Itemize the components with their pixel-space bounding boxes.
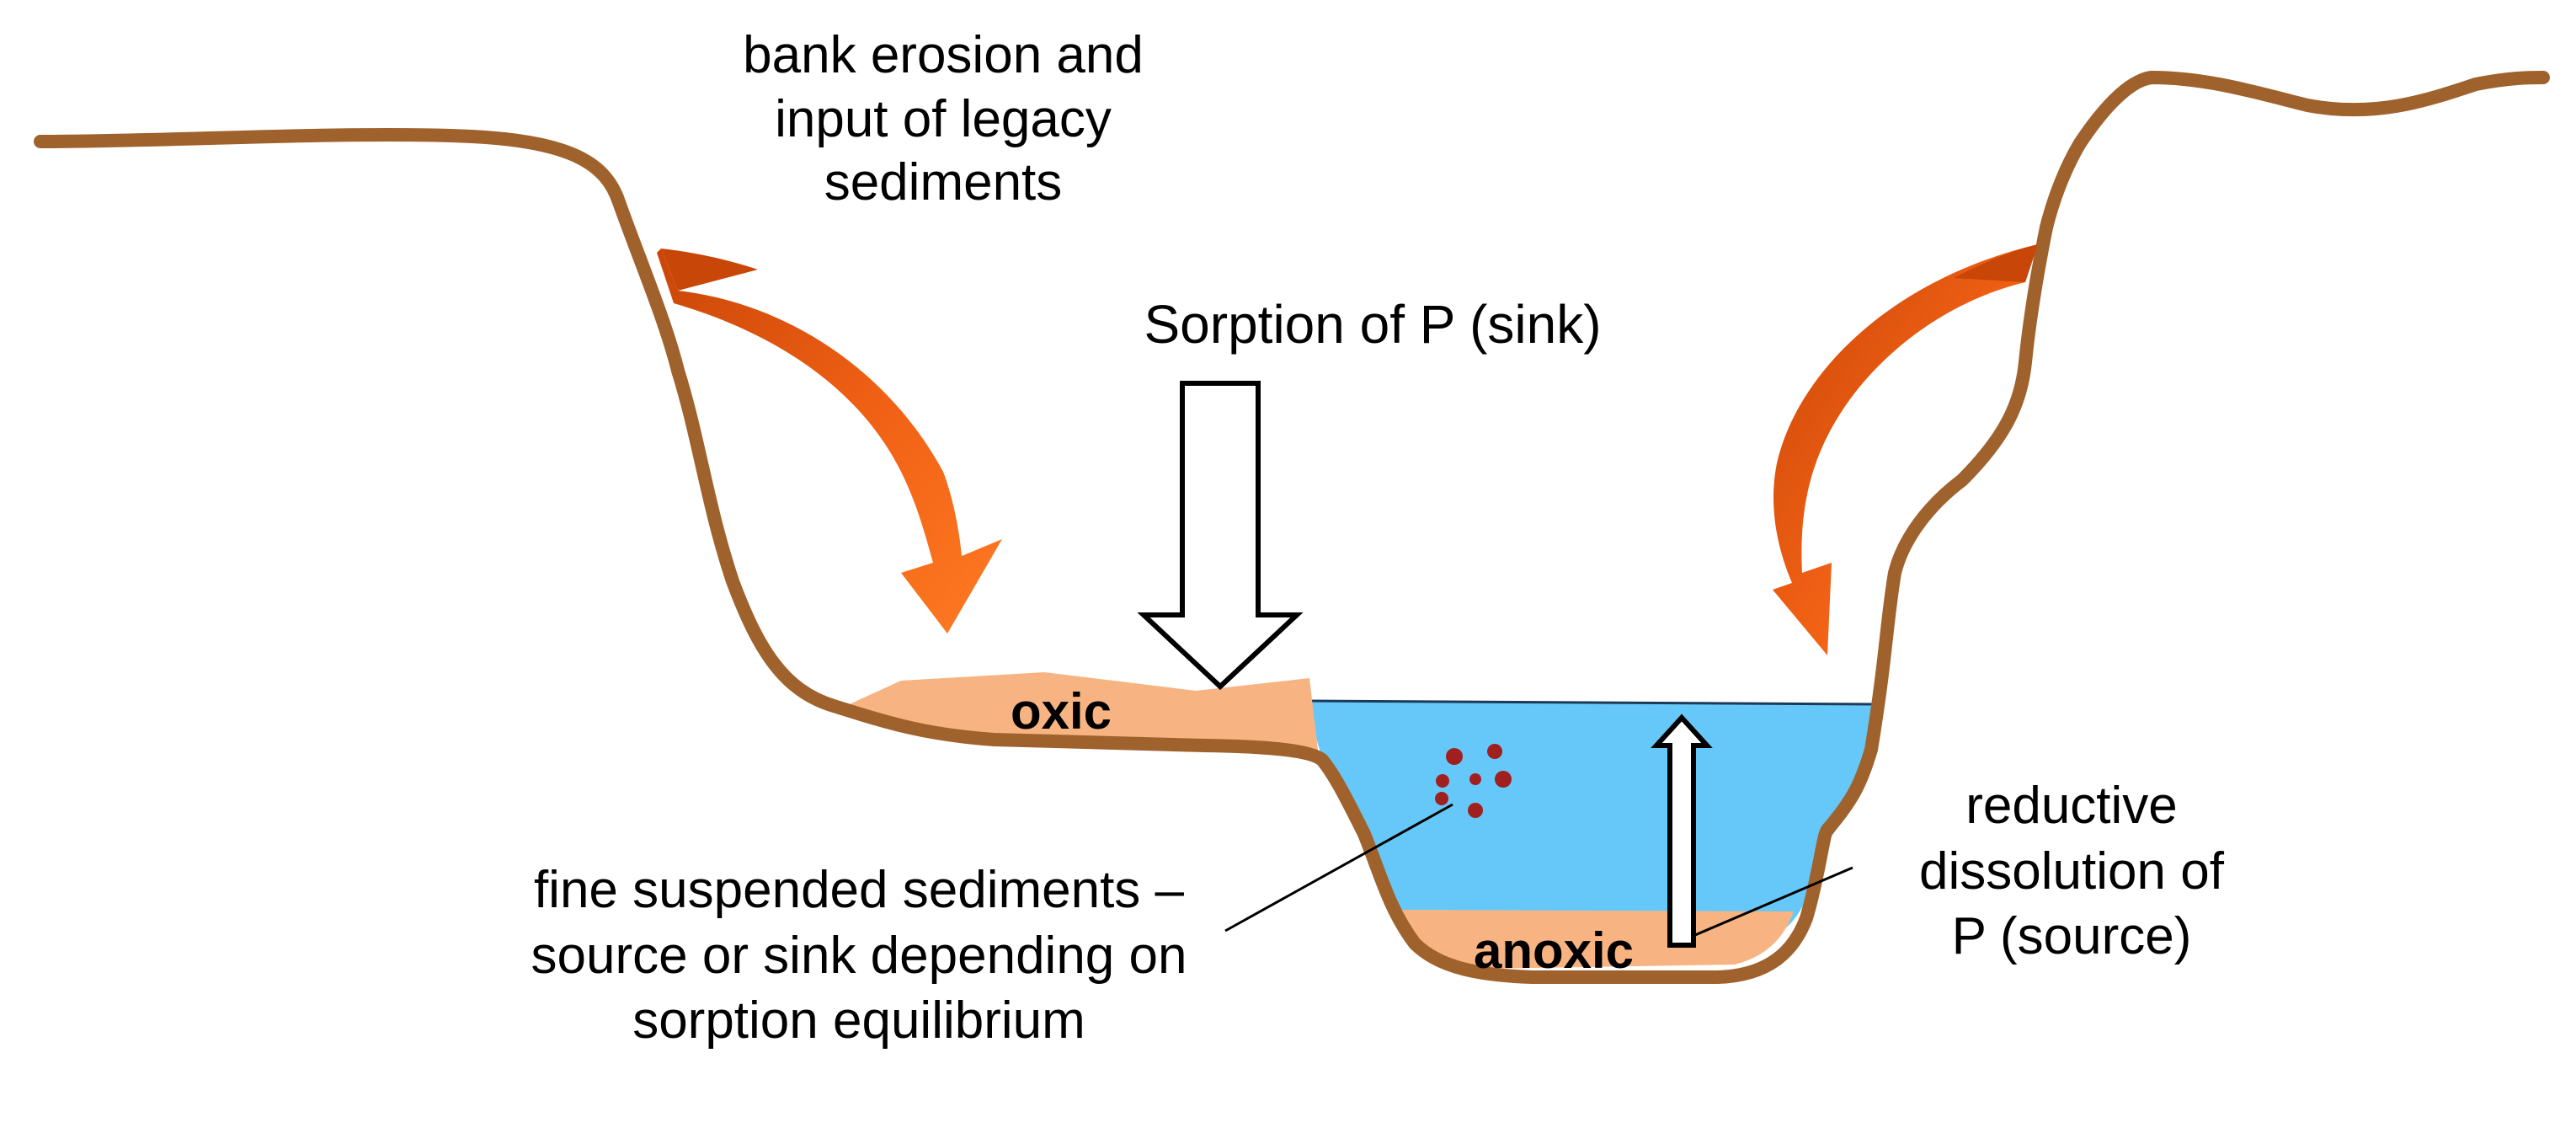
- particle: [1446, 748, 1463, 765]
- anoxic-label: anoxic: [1473, 922, 1635, 979]
- reductive-dissolution-leader-line: [1694, 866, 1853, 937]
- particle: [1495, 771, 1512, 788]
- particle: [1487, 744, 1502, 759]
- water-surface-line: [1304, 699, 1877, 706]
- fine-sediments-label: fine suspended sediments – source or sin…: [531, 861, 1187, 1050]
- right-erosion-arrow: [1773, 244, 2038, 655]
- bank-erosion-label: bank erosion and input of legacy sedimen…: [743, 26, 1144, 212]
- sorption-sink-label: Sorption of P (sink): [1144, 294, 1602, 355]
- fine-sediments-leader-line: [1224, 803, 1453, 933]
- sorption-sink-arrow: [1137, 381, 1304, 691]
- suspended-particles: [1435, 744, 1512, 818]
- left-erosion-arrow: [657, 249, 1002, 633]
- particle: [1435, 792, 1448, 805]
- particle: [1469, 773, 1481, 785]
- stream-bank-profile: [34, 71, 2550, 984]
- particle: [1468, 803, 1483, 818]
- reductive-dissolution-label: reductive dissolution of P (source): [1919, 777, 2224, 965]
- particle: [1436, 774, 1449, 788]
- oxic-label: oxic: [1010, 683, 1112, 740]
- reductive-dissolution-arrow: [1651, 713, 1713, 948]
